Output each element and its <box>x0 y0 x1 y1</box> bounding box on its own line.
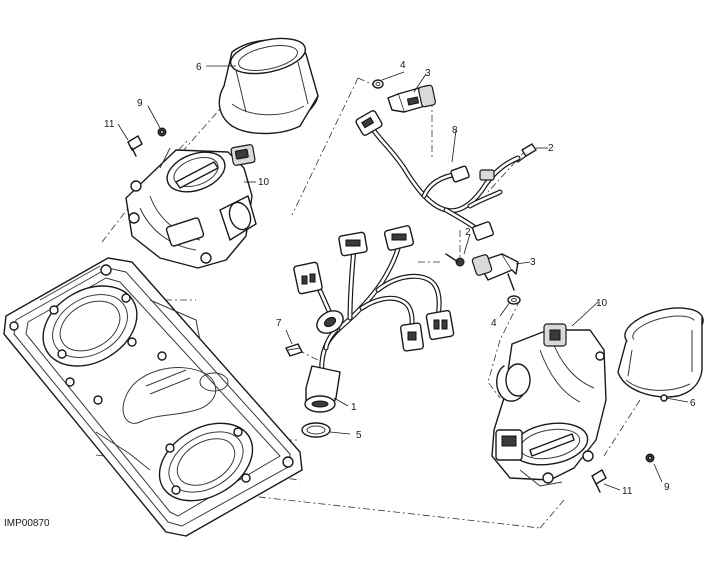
harness-connector-a <box>293 261 323 295</box>
harness-clip <box>285 343 303 357</box>
leader-lines <box>117 65 689 491</box>
lower-injector <box>471 253 519 291</box>
airbox-base-plate <box>3 257 303 537</box>
callout-10-rear-throttle-body: 10 <box>596 298 608 309</box>
harness-main-plug <box>304 365 341 413</box>
rear-intake-funnel <box>617 307 704 402</box>
throttle-wiring-harness <box>293 225 455 413</box>
screw-right <box>591 469 607 493</box>
nut-left <box>157 127 167 137</box>
upper-screw <box>515 143 537 163</box>
rear-intake-seat <box>158 422 254 502</box>
callout-2-upper-screw: 2 <box>548 143 554 154</box>
harness-connector-b <box>338 231 368 257</box>
callout-4-upper-seal: 4 <box>400 60 406 71</box>
front-intake-seat <box>42 285 138 367</box>
callout-1-wiring-harness: 1 <box>351 402 357 413</box>
harness-connector-c <box>383 225 415 251</box>
callout-5-o-ring: 5 <box>356 430 362 441</box>
callout-labels: 6 9 11 10 4 3 8 2 2 3 4 10 6 11 9 7 1 5 <box>104 60 696 497</box>
callout-6-rear-funnel: 6 <box>690 398 696 409</box>
harness-connector-e <box>399 322 425 352</box>
screw-left <box>127 135 143 157</box>
callout-6-front-funnel: 6 <box>196 62 202 73</box>
upper-injector <box>387 84 436 113</box>
callout-4-lower-seal: 4 <box>491 318 497 329</box>
lower-injector-seal <box>507 295 521 305</box>
callout-8-injector-harness: 8 <box>452 125 458 136</box>
callout-9-right-nut: 9 <box>664 482 670 493</box>
harness-connector-f <box>425 309 455 341</box>
drawing-code: IMP00870 <box>4 518 50 529</box>
callout-11-right-screw: 11 <box>622 486 633 497</box>
injector-harness <box>355 110 521 241</box>
callout-11-left-screw: 11 <box>104 119 115 130</box>
rear-throttle-body <box>491 323 607 487</box>
lower-screw <box>445 253 465 267</box>
callout-3-lower-injector: 3 <box>530 257 536 268</box>
callout-10-front-throttle-body: 10 <box>258 177 270 188</box>
front-throttle-body <box>125 144 257 269</box>
callout-3-upper-injector: 3 <box>425 68 431 79</box>
callout-7-clip: 7 <box>276 318 282 329</box>
upper-injector-seal <box>372 79 384 89</box>
callout-2-lower-screw: 2 <box>465 227 471 238</box>
o-ring <box>301 422 331 438</box>
front-intake-funnel <box>218 37 319 135</box>
nut-right <box>645 453 655 463</box>
callout-9-left-nut: 9 <box>137 98 143 109</box>
harness-connector-d <box>316 310 344 334</box>
